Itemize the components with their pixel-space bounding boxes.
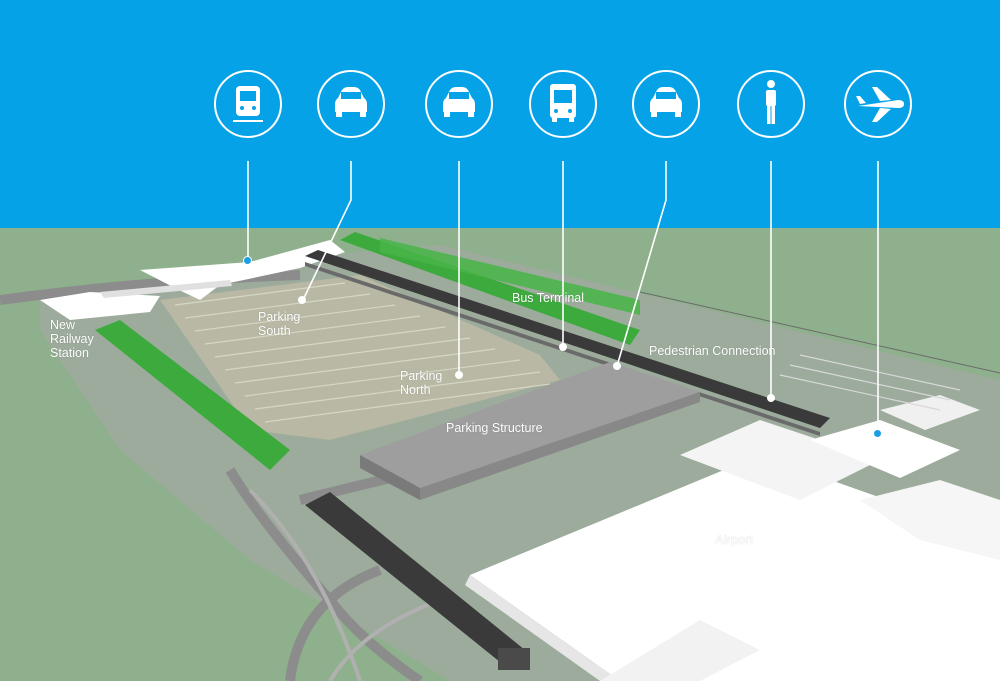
railway-station-roof <box>40 292 160 320</box>
pedestrian-icon-ring <box>737 70 805 138</box>
train-icon-ring <box>214 70 282 138</box>
airplane-icon <box>856 87 904 122</box>
airport-main <box>470 455 1000 681</box>
parking-lots <box>160 275 560 440</box>
parking-south-marker <box>298 296 306 304</box>
label-pedestrian-connection: Pedestrian Connection <box>649 344 776 358</box>
car-icon-ring <box>632 70 700 138</box>
label-parking-north: Parking North <box>400 369 443 397</box>
label-bus-terminal: Bus Terminal <box>512 291 585 305</box>
bus-icon-ring <box>529 70 597 138</box>
pedestrian-walkway <box>305 250 830 428</box>
pedestrian-connection-marker <box>613 362 621 370</box>
pedestrian-marker <box>767 394 775 402</box>
car-icon <box>335 87 367 117</box>
car-icon <box>443 87 475 117</box>
bus-icon <box>550 84 576 122</box>
south-walkway <box>305 492 525 662</box>
car-icon <box>650 87 682 117</box>
airport-marker <box>873 429 882 438</box>
train-icon <box>233 86 263 122</box>
mode-icons <box>214 70 912 138</box>
car-icon-ring <box>317 70 385 138</box>
bus-terminal-marker <box>559 343 567 351</box>
sky-band <box>0 0 1000 228</box>
car-icon-ring <box>425 70 493 138</box>
airport-north <box>680 420 880 500</box>
airplane-icon-ring <box>844 70 912 138</box>
airport-terminal-east <box>810 420 960 478</box>
label-airport: Airport <box>715 532 754 547</box>
leader-lines <box>247 161 879 433</box>
label-parking-structure: Parking Structure <box>446 421 543 435</box>
airport-gate-block <box>860 480 1000 560</box>
tree-row-west <box>95 320 290 470</box>
railway-marker <box>243 256 252 265</box>
parking-structure-top <box>360 362 700 488</box>
parking-east <box>779 354 961 411</box>
tree-row-upper <box>380 238 640 315</box>
label-parking-south: Parking South <box>258 310 301 338</box>
parking-lot-stripes <box>174 282 551 423</box>
pedestrian-icon <box>766 80 776 124</box>
label-new-railway-station: New Railway Station <box>50 318 94 360</box>
parking-north-marker <box>455 371 463 379</box>
parking-structure-front <box>360 455 420 500</box>
